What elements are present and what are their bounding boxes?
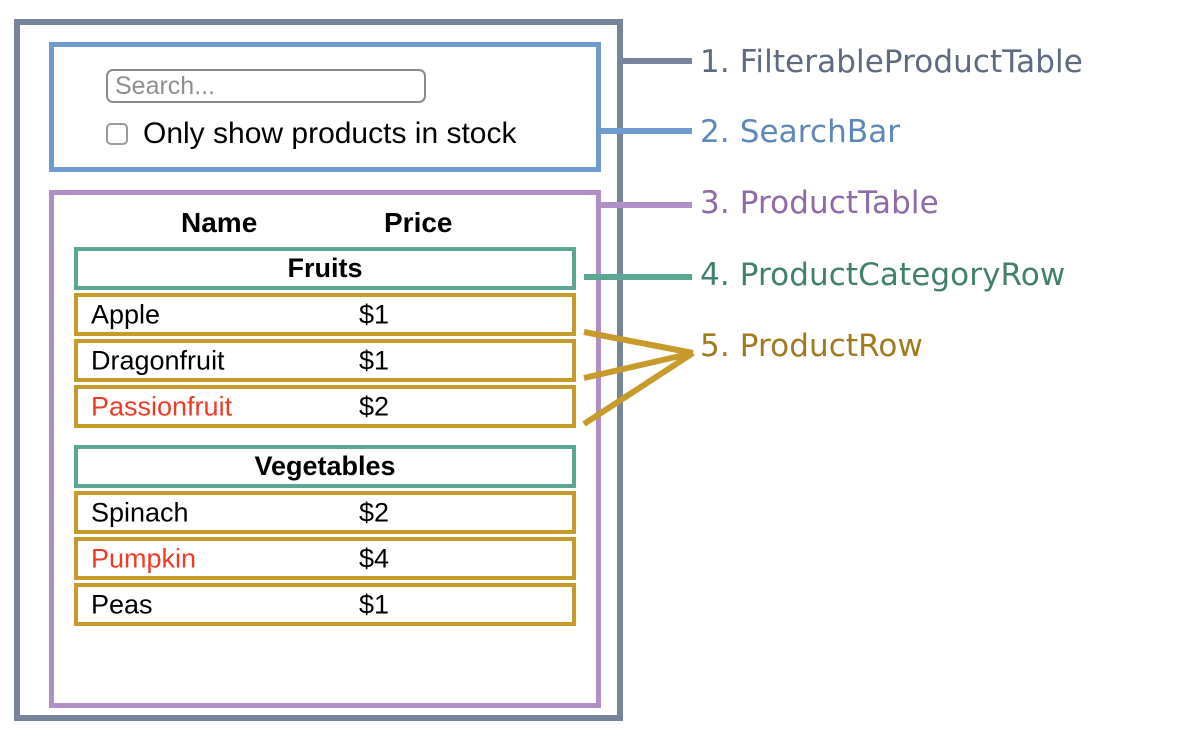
annotation-label-search-bar: 2. SearchBar xyxy=(700,114,901,150)
product-row-name: Spinach xyxy=(91,497,189,527)
annotation-label-product-row: 5. ProductRow xyxy=(700,328,923,364)
product-row-price: $2 xyxy=(359,497,390,527)
product-category-row: Vegetables xyxy=(74,445,576,488)
product-row[interactable]: Pumpkin $4 xyxy=(74,537,576,580)
annotation-label-product-category-row: 4. ProductCategoryRow xyxy=(700,257,1066,293)
group-spacer xyxy=(74,431,576,445)
product-category-row-label: Fruits xyxy=(287,253,363,283)
product-row[interactable]: Spinach $2 xyxy=(74,491,576,534)
product-row-name: Pumpkin xyxy=(91,543,197,573)
column-header-price: Price xyxy=(384,207,453,238)
product-row-name: Passionfruit xyxy=(91,391,233,421)
annotation-label-filterable-product-table: 1. FilterableProductTable xyxy=(700,44,1083,80)
product-table-header: Name Price xyxy=(54,195,596,247)
product-row-price: $1 xyxy=(359,589,390,619)
product-row[interactable]: Apple $1 xyxy=(74,293,576,336)
only-in-stock-checkbox[interactable] xyxy=(106,123,128,145)
product-row-name: Dragonfruit xyxy=(91,345,225,375)
product-category-row-label: Vegetables xyxy=(254,451,396,481)
product-table-container: Name Price Fruits Apple $1 Dragonfruit $… xyxy=(49,190,601,708)
product-row-price: $1 xyxy=(359,299,390,329)
product-table-body: Fruits Apple $1 Dragonfruit $1 Passionfr… xyxy=(74,247,576,629)
product-row-name: Apple xyxy=(91,299,161,329)
product-row-name: Peas xyxy=(91,589,153,619)
search-input[interactable] xyxy=(106,69,426,103)
search-bar-container: Only show products in stock xyxy=(49,42,601,172)
product-row[interactable]: Peas $1 xyxy=(74,583,576,626)
product-row-price: $1 xyxy=(359,345,390,375)
product-row[interactable]: Dragonfruit $1 xyxy=(74,339,576,382)
product-row-price: $4 xyxy=(359,543,390,573)
only-in-stock-label: Only show products in stock xyxy=(143,117,517,150)
stock-filter-row[interactable]: Only show products in stock xyxy=(106,119,517,149)
annotation-label-product-table: 3. ProductTable xyxy=(700,185,939,221)
filterable-product-table-container: Only show products in stock Name Price F… xyxy=(14,19,623,721)
product-category-row: Fruits xyxy=(74,247,576,290)
column-header-name: Name xyxy=(181,207,258,238)
product-row[interactable]: Passionfruit $2 xyxy=(74,385,576,428)
product-row-price: $2 xyxy=(359,391,390,421)
